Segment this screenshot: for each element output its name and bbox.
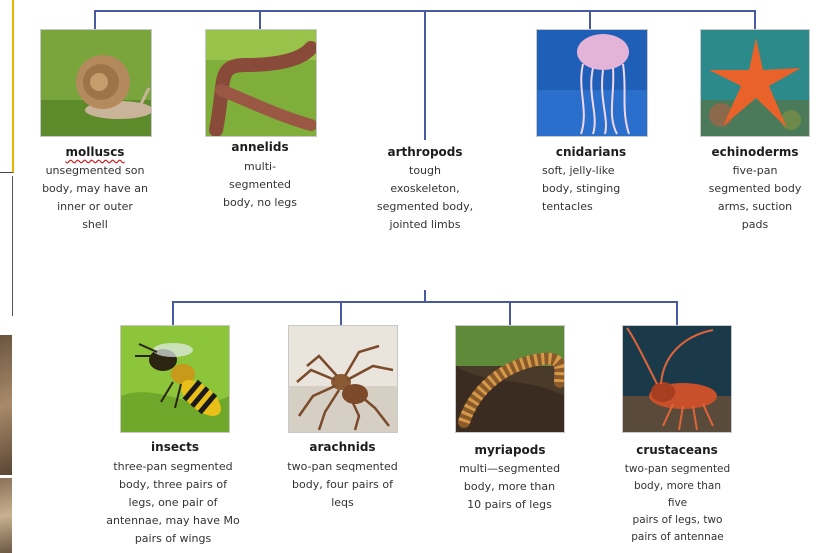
echinoderms-label: echinoderms (700, 145, 810, 159)
annelids-description: multi- segmented body, no legs (200, 158, 320, 212)
echinoderms-description: five-pan segmented body arms, suction pa… (695, 162, 815, 234)
jellyfish-image (536, 29, 648, 137)
starfish-image (700, 29, 810, 137)
earthworm-image (205, 29, 317, 137)
insects-label: insects (120, 440, 230, 454)
arthropods-label: arthropods (365, 145, 485, 159)
arachnids-label: arachnids (285, 440, 400, 454)
cnidarians-description: soft, jelly-like body, stinging tentacle… (542, 162, 652, 216)
molluscs-label: molluscs (40, 145, 150, 159)
arachnids-description: two-pan seqmented body, four pairs of le… (275, 458, 410, 512)
myriapods-label: myriapods (455, 443, 565, 457)
centipede-image (455, 325, 565, 433)
myriapods-description: multi—segmented body, more than 10 pairs… (447, 460, 572, 514)
wasp-image (120, 325, 230, 433)
crustaceans-label: crustaceans (622, 443, 732, 457)
arthropods-description: tough exoskeleton, segmented body, joint… (355, 162, 495, 234)
spider-image (288, 325, 398, 433)
crustaceans-description: two-pan segmented body, more than five p… (615, 461, 740, 546)
molluscs-description: unsegmented son body, may have an inner … (30, 162, 160, 234)
annelids-label: annelids (205, 140, 315, 154)
cnidarians-label: cnidarians (536, 145, 646, 159)
lobster-image (622, 325, 732, 433)
snail-image (40, 29, 152, 137)
insects-description: three-pan segmented body, three pairs of… (98, 458, 248, 548)
